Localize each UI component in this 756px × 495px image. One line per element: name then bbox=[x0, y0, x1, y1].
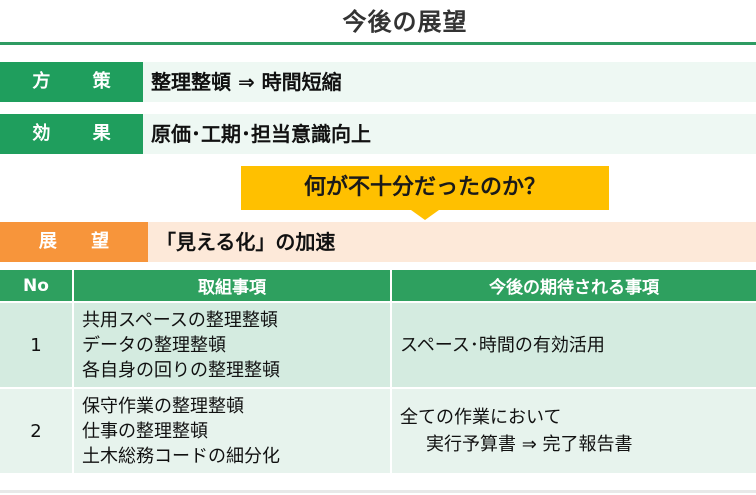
effect-label: 効 果 bbox=[0, 114, 143, 154]
bottom-divider bbox=[0, 490, 756, 493]
expected-line: 実行予算書 ⇒ 完了報告書 bbox=[426, 434, 633, 455]
row-number: 2 bbox=[0, 387, 74, 473]
policy-text: 整理整頓 ⇒ 時間短縮 bbox=[143, 62, 756, 102]
header-no: No bbox=[0, 270, 74, 302]
item-line: 共用スペースの整理整頓 bbox=[82, 309, 278, 331]
items-cell: 共用スペースの整理整頓 データの整理整頓 各自身の回りの整理整頓 bbox=[73, 301, 392, 388]
effect-text: 原価･工期･担当意識向上 bbox=[143, 114, 756, 154]
item-line: データの整理整頓 bbox=[82, 334, 226, 356]
page-title: 今後の展望 bbox=[342, 8, 468, 36]
table-row: 2 保守作業の整理整頓 仕事の整理整頓 土木総務コードの細分化 全ての作業におい… bbox=[0, 387, 756, 473]
header-expected: 今後の期待される事項 bbox=[391, 270, 756, 302]
expected-cell: スペース･時間の有効活用 bbox=[391, 301, 756, 388]
table-header-row: No 取組事項 今後の期待される事項 bbox=[0, 270, 756, 302]
item-line: 仕事の整理整頓 bbox=[82, 420, 208, 442]
expected-line: 全ての作業において bbox=[400, 407, 562, 428]
banner-arrow-tip bbox=[411, 210, 439, 220]
question-banner: 何が不十分だったのか？ bbox=[241, 166, 609, 210]
item-line: 保守作業の整理整頓 bbox=[82, 395, 244, 417]
outlook-label: 展 望 bbox=[0, 222, 148, 262]
policy-label: 方 策 bbox=[0, 62, 143, 102]
header-items: 取組事項 bbox=[73, 270, 392, 302]
title-divider bbox=[0, 42, 756, 45]
expected-cell: 全ての作業において 実行予算書 ⇒ 完了報告書 bbox=[391, 387, 756, 473]
row-number: 1 bbox=[0, 301, 74, 388]
table-row: 1 共用スペースの整理整頓 データの整理整頓 各自身の回りの整理整頓 スペース･… bbox=[0, 301, 756, 388]
item-line: 各自身の回りの整理整頓 bbox=[82, 359, 280, 381]
items-cell: 保守作業の整理整頓 仕事の整理整頓 土木総務コードの細分化 bbox=[73, 387, 392, 473]
item-line: 土木総務コードの細分化 bbox=[82, 445, 280, 467]
expected-line: スペース･時間の有効活用 bbox=[400, 334, 605, 356]
initiatives-table: No 取組事項 今後の期待される事項 1 共用スペースの整理整頓 データの整理整… bbox=[0, 270, 756, 473]
outlook-text: 「見える化」の加速 bbox=[148, 222, 756, 262]
